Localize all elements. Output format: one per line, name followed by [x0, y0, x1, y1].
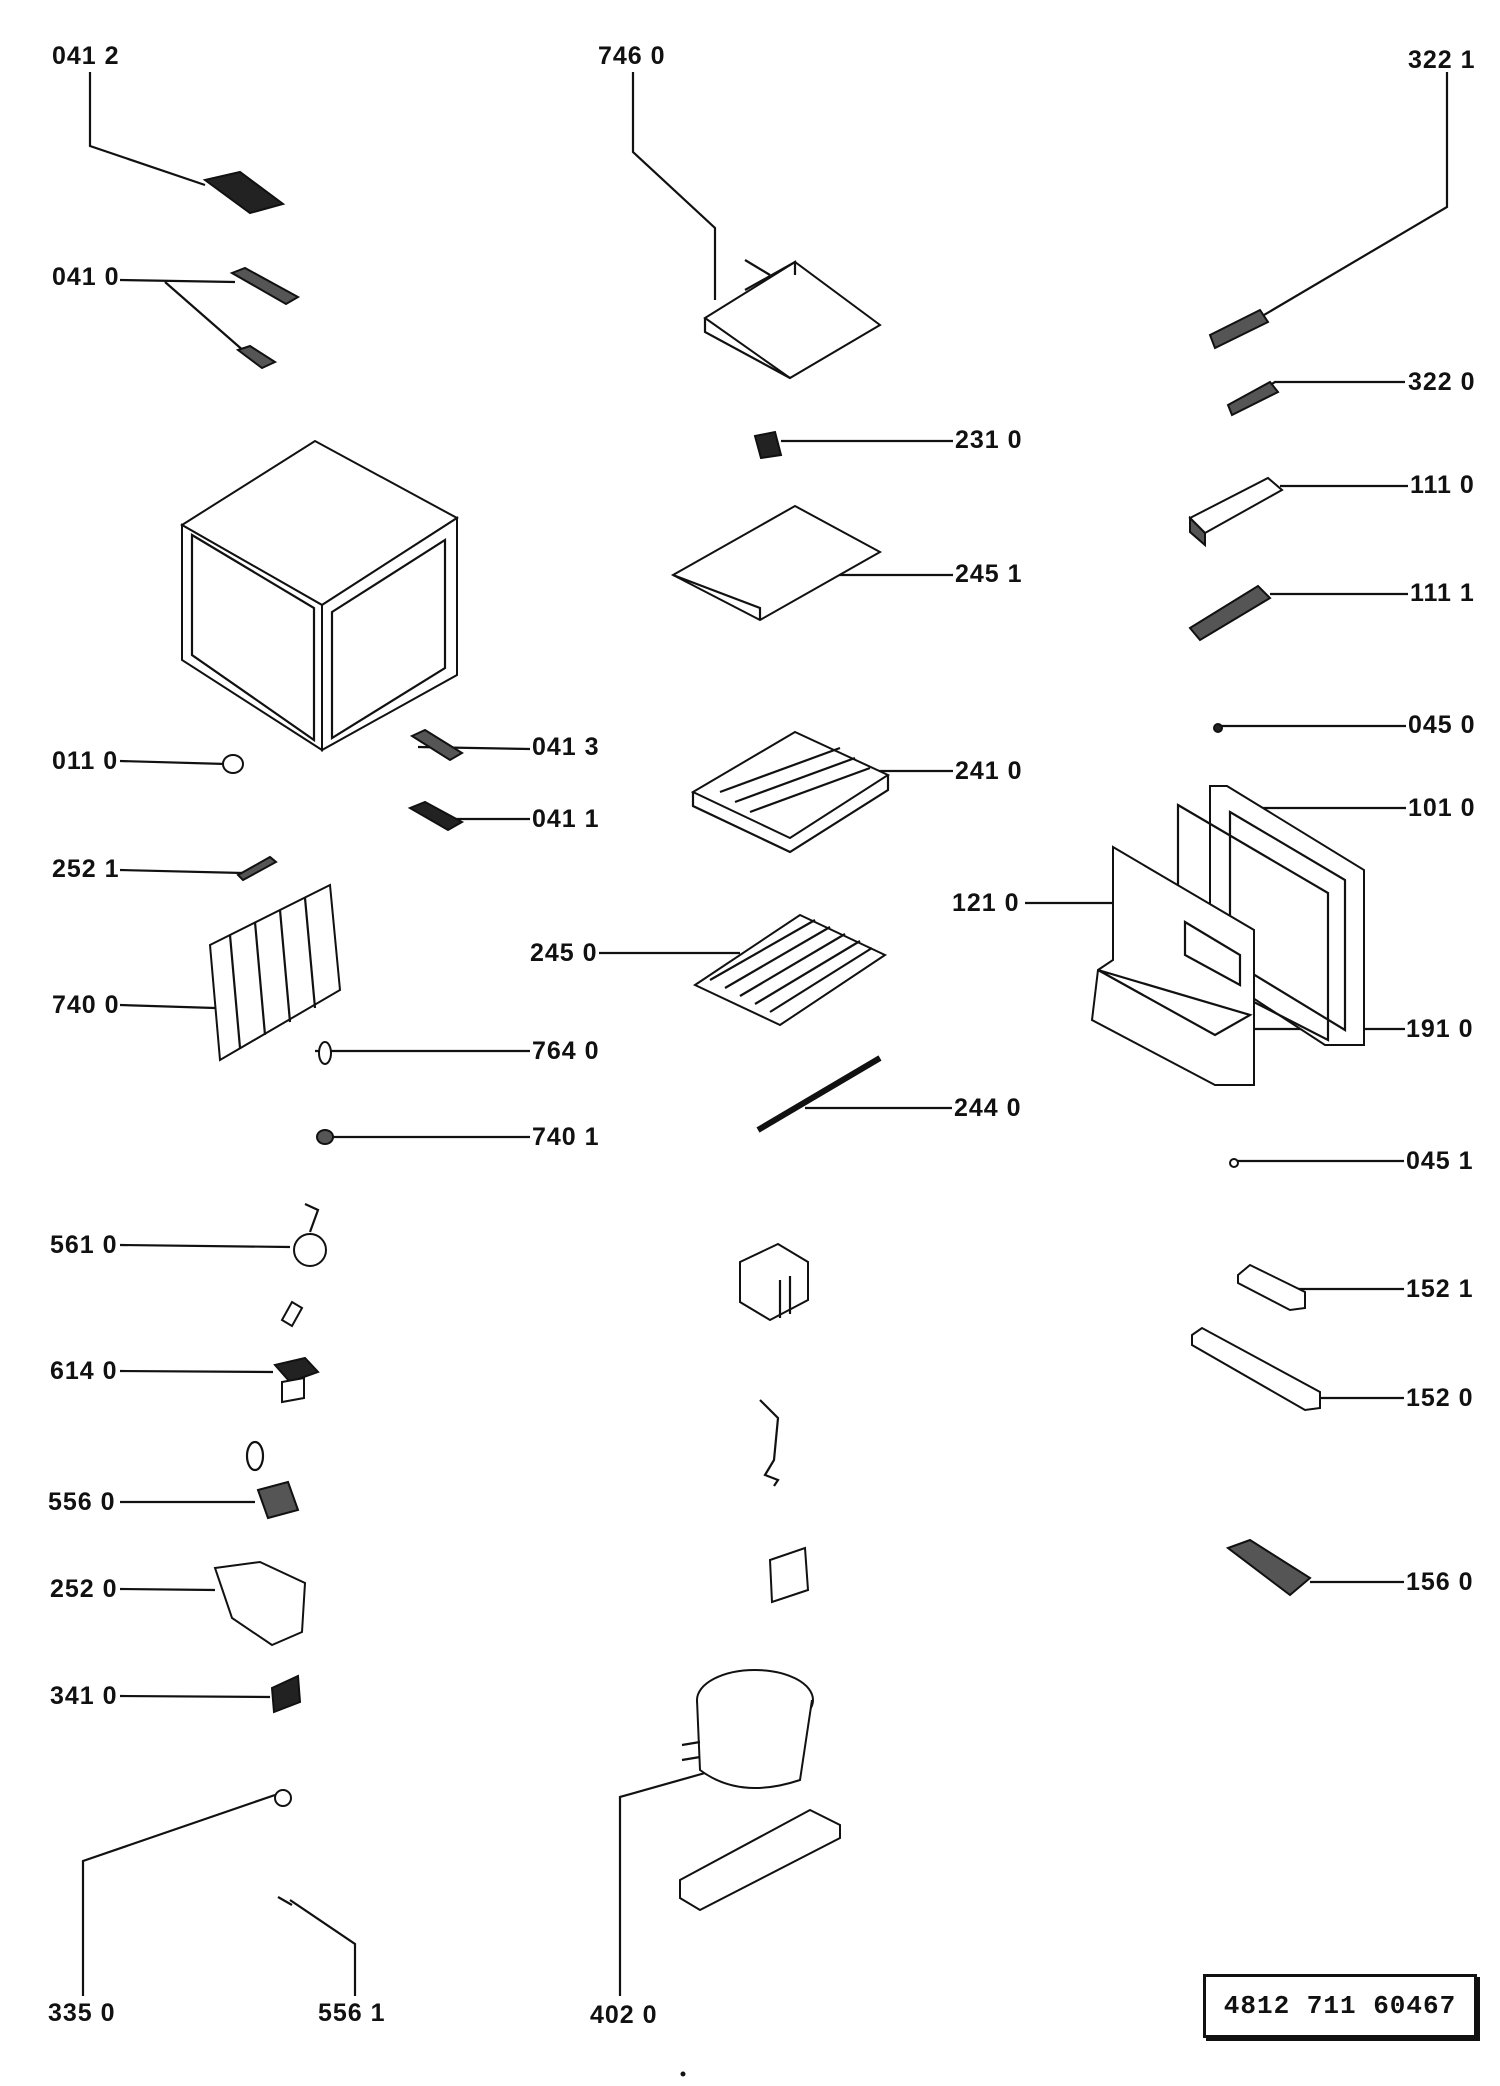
label-1521: 152 1 [1406, 1275, 1474, 1303]
part-0110 [222, 754, 244, 774]
part-0410-upper [229, 266, 301, 306]
label-1111: 111 1 [1410, 579, 1475, 607]
part-1520 [1191, 1326, 1321, 1412]
label-4020: 402 0 [590, 2001, 658, 2029]
part-5610 [293, 1203, 327, 1267]
part-2440 [756, 1055, 882, 1133]
label-2520: 252 0 [50, 1575, 118, 1603]
part-1110 [1188, 476, 1284, 548]
part-0411 [407, 800, 465, 832]
label-5560: 556 0 [48, 1488, 116, 1516]
label-7400: 740 0 [52, 991, 120, 1019]
part-2310 [753, 430, 783, 460]
label-1010: 101 0 [1408, 794, 1476, 822]
part-1210 [1090, 845, 1255, 1086]
part-4020-base [679, 1808, 841, 1912]
label-2521: 252 1 [52, 855, 120, 883]
label-0412: 041 2 [52, 42, 120, 70]
label-3221: 322 1 [1408, 46, 1476, 74]
part-6140 [273, 1356, 320, 1404]
part-5561 [277, 1896, 293, 1906]
part-center-small-block [768, 1546, 810, 1604]
part-2520 [213, 1560, 307, 1647]
label-2450: 245 0 [530, 939, 598, 967]
part-0410-lower [235, 344, 278, 370]
label-3350: 335 0 [48, 1999, 116, 2027]
part-2451 [670, 504, 883, 622]
part-3220 [1226, 380, 1280, 417]
label-5561: 556 1 [318, 1999, 386, 2027]
label-0410: 041 0 [52, 263, 120, 291]
label-7460: 746 0 [598, 42, 666, 70]
label-2451: 245 1 [955, 560, 1023, 588]
part-center-wire [759, 1399, 780, 1487]
label-2310: 231 0 [955, 426, 1023, 454]
part-0412 [202, 170, 286, 215]
label-3410: 341 0 [50, 1682, 118, 1710]
stray-mark [680, 2071, 686, 2077]
label-0411: 041 1 [532, 805, 600, 833]
part-7640 [318, 1041, 332, 1065]
part-2521 [236, 855, 278, 882]
part-2410 [690, 730, 891, 854]
part-cabinet [180, 439, 459, 752]
document-number-box: 4812 711 60467 [1203, 1974, 1477, 2038]
label-7640: 764 0 [532, 1037, 600, 1065]
part-7460 [703, 259, 882, 380]
label-1520: 152 0 [1406, 1384, 1474, 1412]
part-3221 [1208, 308, 1270, 350]
document-number: 4812 711 60467 [1223, 1991, 1457, 2021]
label-0110: 011 0 [52, 747, 119, 775]
part-center-block [739, 1242, 809, 1322]
part-4020 [681, 1669, 814, 1789]
label-6140: 614 0 [50, 1357, 118, 1385]
label-0451: 045 1 [1406, 1147, 1474, 1175]
label-7401: 740 1 [532, 1123, 600, 1151]
label-0413: 041 3 [532, 733, 600, 761]
part-2450 [692, 913, 888, 1027]
label-5610: 561 0 [50, 1231, 118, 1259]
part-1521 [1237, 1263, 1306, 1312]
part-3350 [274, 1789, 292, 1807]
part-0450 [1213, 723, 1223, 733]
part-1111 [1188, 584, 1272, 642]
part-3410 [270, 1674, 302, 1714]
label-1910: 191 0 [1406, 1015, 1474, 1043]
label-1560: 156 0 [1406, 1568, 1474, 1596]
label-3220: 322 0 [1408, 368, 1476, 396]
label-0450: 045 0 [1408, 711, 1476, 739]
part-5560 [245, 1440, 300, 1520]
label-1210: 121 0 [952, 889, 1020, 917]
part-0451 [1229, 1158, 1239, 1168]
part-7401 [316, 1129, 334, 1145]
label-1110: 111 0 [1410, 471, 1475, 499]
label-2440: 244 0 [954, 1094, 1022, 1122]
part-1560 [1225, 1538, 1312, 1597]
part-7400 [208, 883, 342, 1062]
leader-lines [81, 72, 1449, 1996]
part-5610-clip [280, 1300, 304, 1328]
label-2410: 241 0 [955, 757, 1023, 785]
part-0413 [409, 728, 464, 762]
